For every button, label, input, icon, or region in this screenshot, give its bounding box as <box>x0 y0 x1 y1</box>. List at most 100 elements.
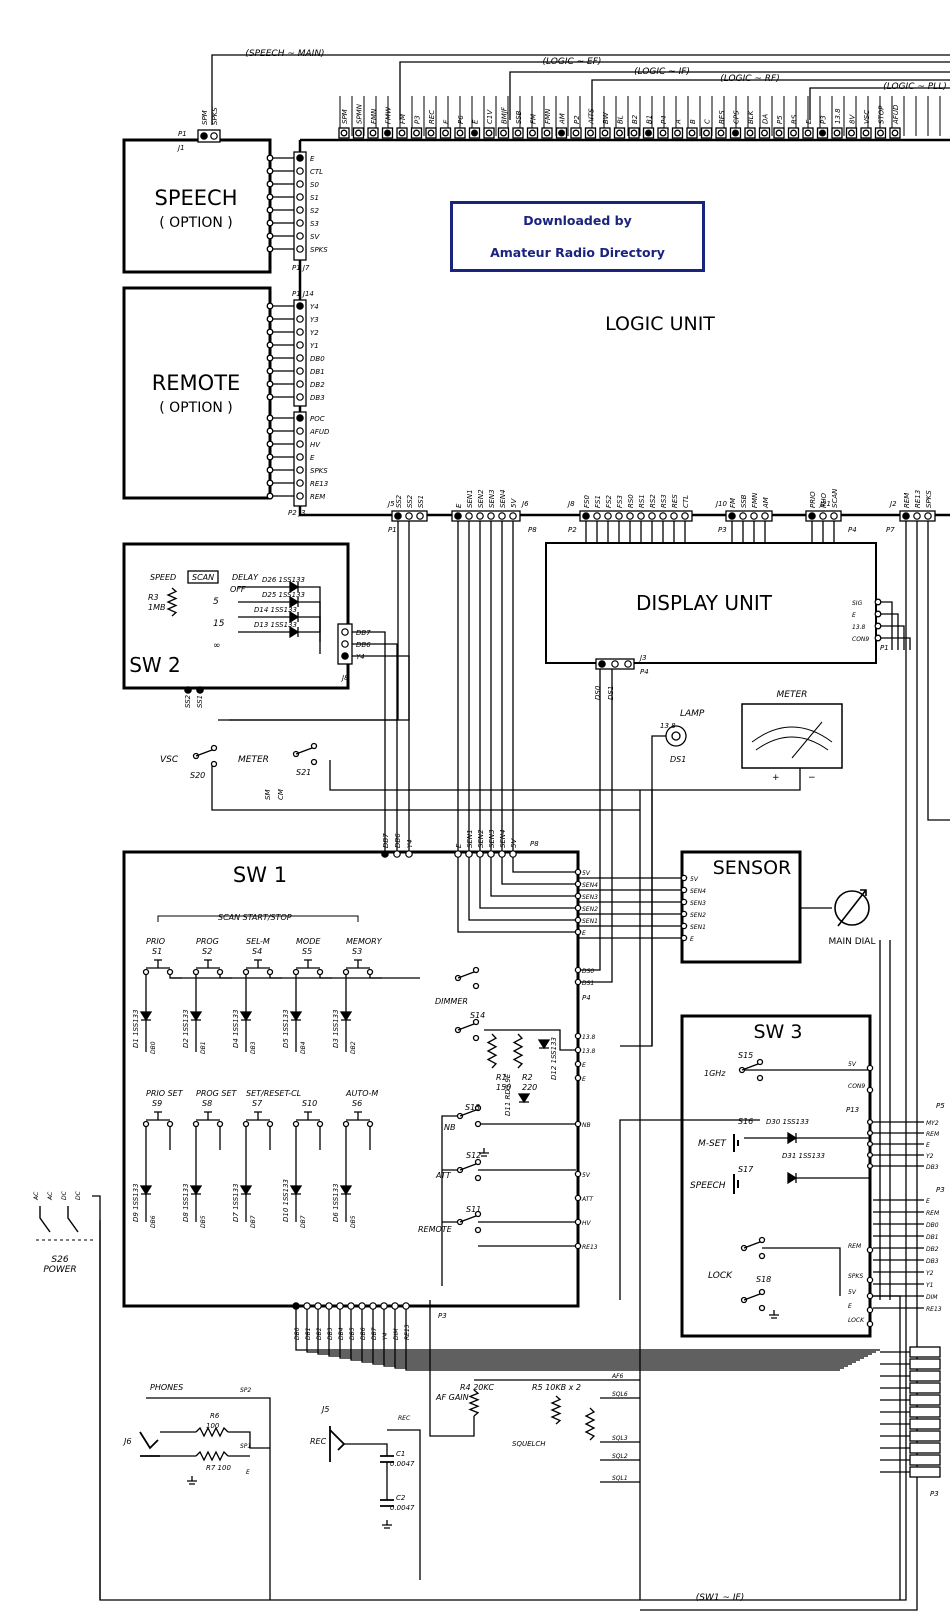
top-pin-label: B2 <box>631 114 639 124</box>
sw1-bottom-pin-label: DB5 <box>349 1327 356 1340</box>
lower-pin-box <box>909 1466 941 1478</box>
remote-terminal <box>266 440 274 448</box>
top-pin-terminal <box>442 129 449 137</box>
diode-symbol <box>339 1185 353 1196</box>
sw1-right-terminal <box>574 1170 582 1178</box>
j14-pin-label: DB0 <box>310 355 325 363</box>
label-j5: J5 <box>386 500 395 508</box>
sw1-bottom-bus <box>372 1309 852 1365</box>
sw2-diode-wire <box>238 630 321 633</box>
sw1-right-pin-label: ATT <box>581 1196 594 1203</box>
switch-contact <box>142 968 150 976</box>
sw2-pin-label: Y4 <box>356 653 365 661</box>
sw1-right-terminal <box>574 928 582 936</box>
sw1-bottom-diode-label: D9 1SS133 <box>132 1183 140 1222</box>
switch-contact <box>342 968 350 976</box>
label-j2: J2 <box>888 500 897 508</box>
sw1-right-terminal <box>574 916 582 924</box>
diode-symbol <box>289 580 300 594</box>
logic-lower-pin-label: SEN2 <box>477 489 485 508</box>
top-pin-label: FM <box>530 114 538 124</box>
sw3-terminal <box>866 1320 874 1328</box>
pin-terminal <box>394 512 402 520</box>
sw1-right-pin-label: DS0 <box>582 968 594 975</box>
sw2-r3-value: 1MB <box>148 603 165 612</box>
sw3-p5-terminal <box>866 1151 874 1159</box>
push-switch <box>146 959 170 969</box>
power-label: POWER <box>43 1265 76 1275</box>
sw1-right-terminal <box>574 1242 582 1250</box>
label-display-p4: P4 <box>640 668 649 676</box>
sw1-top-pin-label: SEN4 <box>499 829 507 848</box>
sw1-bottom-pin-label: DB0 <box>294 1327 301 1340</box>
top-pin-terminal <box>369 129 377 137</box>
sw3-right-bus <box>879 940 891 1300</box>
j6-label: J6 <box>122 1437 131 1446</box>
s21-switch <box>295 747 313 755</box>
resistor <box>468 1389 480 1417</box>
top-pin-terminal <box>659 129 667 137</box>
pin-terminal <box>476 850 484 858</box>
d11-label: D11 RD3.9E <box>504 1073 512 1116</box>
top-pin-label: SPMN <box>356 103 364 124</box>
phones-wire <box>146 1397 271 1600</box>
diode-symbol <box>139 1185 153 1196</box>
switch-contact <box>216 968 224 976</box>
push-switch <box>196 1111 220 1121</box>
lamp-voltage: 13.8 <box>660 722 676 730</box>
pin-terminal <box>292 1302 300 1310</box>
speech-box <box>122 138 272 274</box>
lock-return <box>870 1295 901 1600</box>
r7-label: R7 100 <box>206 1464 231 1472</box>
speech-terminal <box>266 219 274 227</box>
pin-terminal <box>487 512 495 520</box>
top-pin-terminal <box>558 129 565 137</box>
top-pin-label: P4 <box>660 115 668 124</box>
switch-contact <box>166 1120 174 1128</box>
sw2-position-label: 5 <box>213 597 219 607</box>
switch-contact <box>192 968 200 976</box>
switch-contact <box>210 744 218 752</box>
sw1-right-pin-label: DS1 <box>582 980 594 987</box>
top-pin-label: B <box>689 119 697 124</box>
logic-lower-pin-label: SEN4 <box>499 489 507 508</box>
sw1-bottom-pin-label: Y4 <box>382 1332 389 1340</box>
pin-terminal <box>296 315 304 323</box>
sw1-bottom-diode-label: D8 1SS133 <box>182 1183 190 1222</box>
pin-terminal <box>296 453 304 461</box>
remote-terminal <box>266 367 274 375</box>
j3-pin-label: AFUD <box>309 428 330 436</box>
top-pin-label: 8V <box>849 114 857 124</box>
label-j8: J8 <box>566 500 575 508</box>
sw2-position-label: 15 <box>213 619 225 629</box>
pin-terminal <box>296 219 304 227</box>
pin-terminal <box>296 466 304 474</box>
top-pin-terminal <box>877 129 884 137</box>
sw1-top-db-label: DB3 <box>250 1041 257 1054</box>
bus-speech-main <box>211 54 950 125</box>
c2-symbol <box>380 1499 394 1507</box>
diode-symbol <box>787 1171 798 1185</box>
sw1-bottom-pin-label: DB1 <box>305 1327 312 1340</box>
sw3-terminal <box>866 1306 874 1314</box>
outer-return-wire-3 <box>927 521 950 821</box>
sw2-off-label: OFF <box>230 585 246 594</box>
sw1-bottom-pin-label: RE13 <box>404 1324 411 1340</box>
ghz-label: 1GHz <box>704 1069 726 1078</box>
att-label: ATT <box>435 1171 452 1180</box>
sw2-speed-label: SPEED <box>150 573 176 582</box>
top-pin-terminal <box>848 129 855 137</box>
top-pin-label: E <box>472 119 480 124</box>
top-pin-label: DA <box>762 114 770 124</box>
pin-terminal <box>648 512 656 520</box>
resistor <box>512 1033 524 1069</box>
sw1-top-switch-name: MEMORY <box>346 937 383 946</box>
logic-lower-pin-label: AM <box>762 497 770 509</box>
main-dial-label: MAIN DIAL <box>829 937 876 947</box>
resistor <box>584 1407 596 1441</box>
pin-terminal <box>582 512 590 520</box>
bus-sw1-if: (SW1 ~ IF) <box>696 1593 744 1603</box>
s18-label: S18 <box>756 1275 771 1284</box>
sw1-right-pin-label: 13.8 <box>582 1048 596 1055</box>
